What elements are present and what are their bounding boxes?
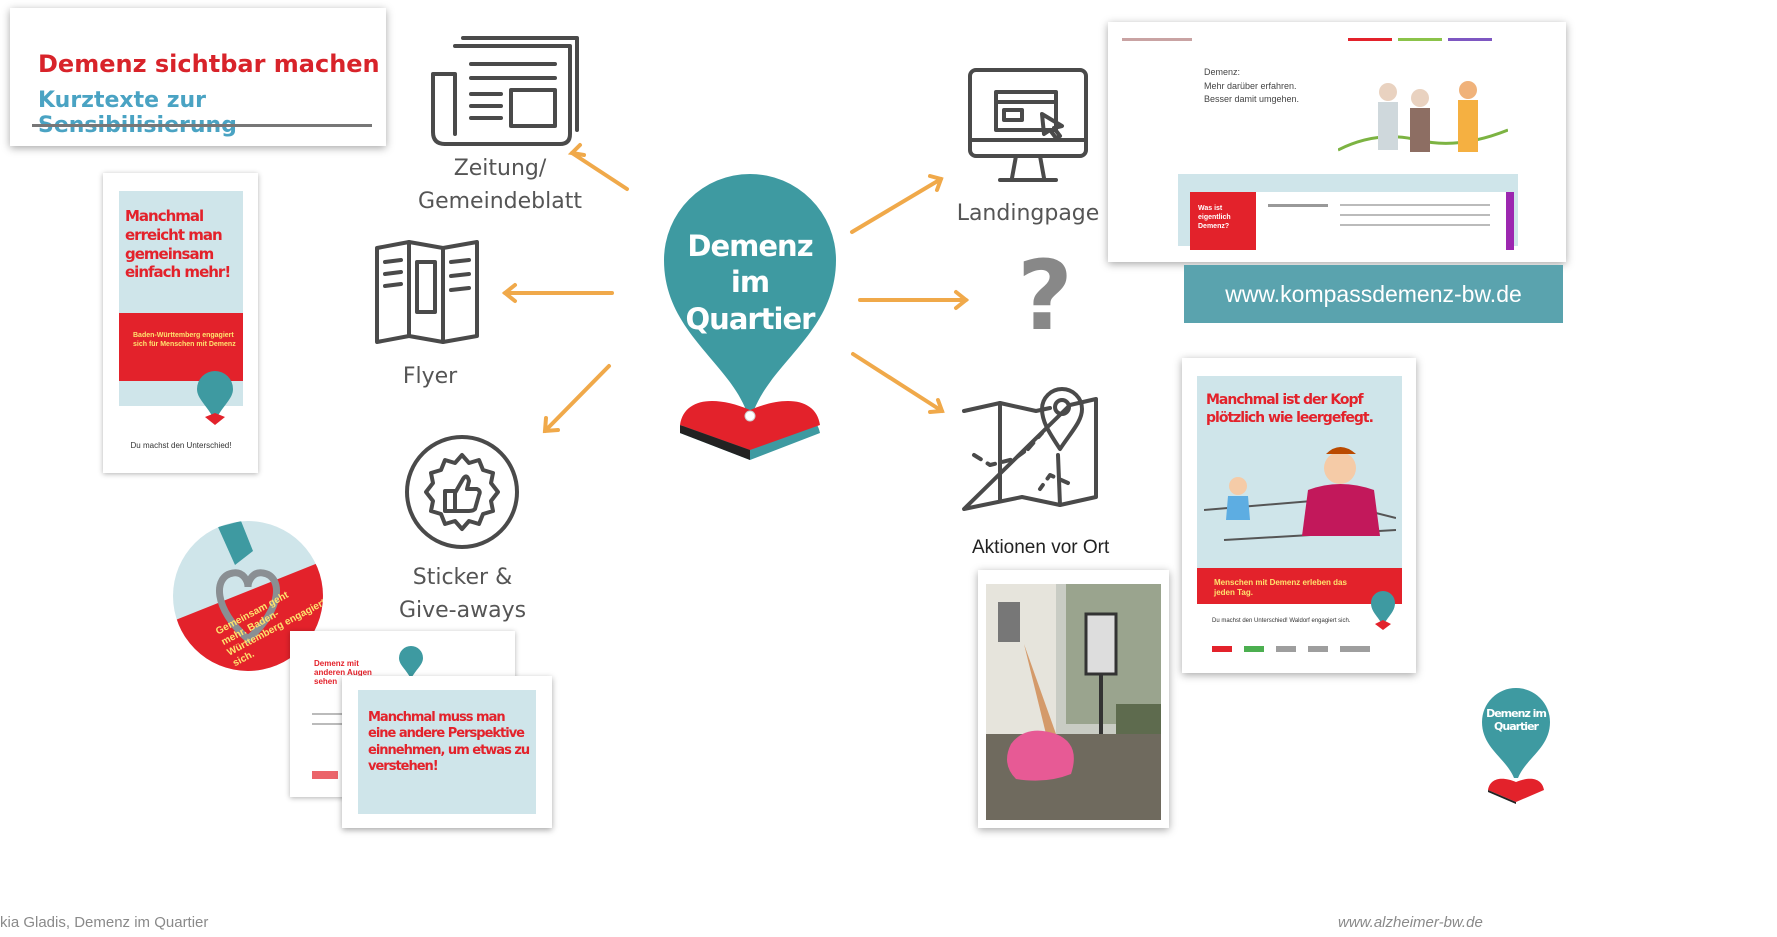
actions-label: Aktionen vor Ort (972, 537, 1110, 558)
website-illustration (1337, 70, 1509, 182)
monitor-cursor-icon (966, 66, 1090, 188)
map-pin-icon (960, 363, 1100, 511)
flyer-card: Manchmal erreicht man gemeinsam einfach … (103, 173, 258, 473)
poster-headline: Manchmal ist der Kopf plötzlich wie leer… (1206, 392, 1374, 426)
title-underline (32, 124, 372, 127)
flyer-icon (373, 240, 481, 344)
corner-logo-text: Demenz im Quartier (1486, 707, 1547, 733)
flyer-subtext: Baden-Württemberg engagiert sich für Men… (133, 332, 236, 349)
title-card: Demenz sichtbar machen Kurztexte zur Sen… (10, 8, 386, 146)
landing-label: Landingpage (956, 201, 1100, 226)
website-screenshot: Demenz: Mehr darüber erfahren. Besser da… (1108, 22, 1566, 262)
corner-logo: Demenz im Quartier (1480, 686, 1552, 804)
poster-pin (1370, 590, 1396, 630)
actions-photo (978, 570, 1169, 828)
arrow-to-newspaper (567, 143, 629, 191)
photo-image (986, 584, 1161, 820)
postcard-front: Manchmal muss man eine andere Perspektiv… (342, 676, 552, 828)
center-pin-text: Demenz im Quartier (685, 229, 816, 336)
poster-illustration (1203, 440, 1397, 572)
flyer-pin (195, 369, 235, 425)
sticker-graphic (173, 521, 323, 671)
website-line-2: Mehr darüber erfahren. (1204, 80, 1297, 91)
website-url[interactable]: www.kompassdemenz-bw.de (1184, 265, 1563, 323)
postcard-front-text: Manchmal muss man eine andere Perspektiv… (368, 710, 530, 774)
question-mark-icon: ? (1017, 240, 1073, 352)
footer-right: www.alzheimer-bw.de (1338, 914, 1483, 931)
arrow-to-sticker (542, 364, 611, 434)
title-line-1: Demenz sichtbar machen (38, 50, 380, 78)
flyer-footer: Du machst den Unterschied! (130, 441, 232, 450)
sticker: Gemeinsam geht mehr. Baden-Württemberg e… (173, 521, 323, 671)
flyer-label: Flyer (402, 364, 458, 389)
arrow-to-actions (851, 352, 945, 414)
newspaper-label: Zeitung/ Gemeindeblatt (418, 156, 582, 214)
thumbs-up-badge-icon (403, 433, 521, 551)
website-line-3: Besser damit umgehen. (1204, 94, 1300, 104)
footer-left: kia Gladis, Demenz im Quartier (0, 914, 209, 931)
poster-card: Manchmal ist der Kopf plötzlich wie leer… (1182, 358, 1416, 673)
arrow-to-unknown (858, 290, 970, 310)
website-box (1190, 192, 1256, 250)
center-pin: Demenz im Quartier (660, 170, 840, 470)
poster-banner: Menschen mit Demenz erleben das jeden Ta… (1214, 578, 1347, 597)
poster-footer: Du machst den Unterschied! Waldorf engag… (1212, 618, 1351, 624)
newspaper-icon (425, 34, 585, 149)
flyer-headline: Manchmal erreicht man gemeinsam einfach … (125, 207, 231, 282)
arrow-to-flyer (501, 283, 614, 303)
postcard-back-pin (398, 645, 424, 681)
website-headline: Demenz: Mehr darüber erfahren. Besser da… (1204, 66, 1374, 107)
sticker-label: Sticker & Give-aways (398, 565, 527, 623)
arrow-to-landing (850, 174, 944, 234)
website-box-text: Was ist eigentlich Demenz? (1198, 205, 1231, 231)
postcard-back-text: Demenz mit anderen Augen sehen (314, 659, 372, 686)
website-line-1: Demenz: (1204, 67, 1241, 77)
